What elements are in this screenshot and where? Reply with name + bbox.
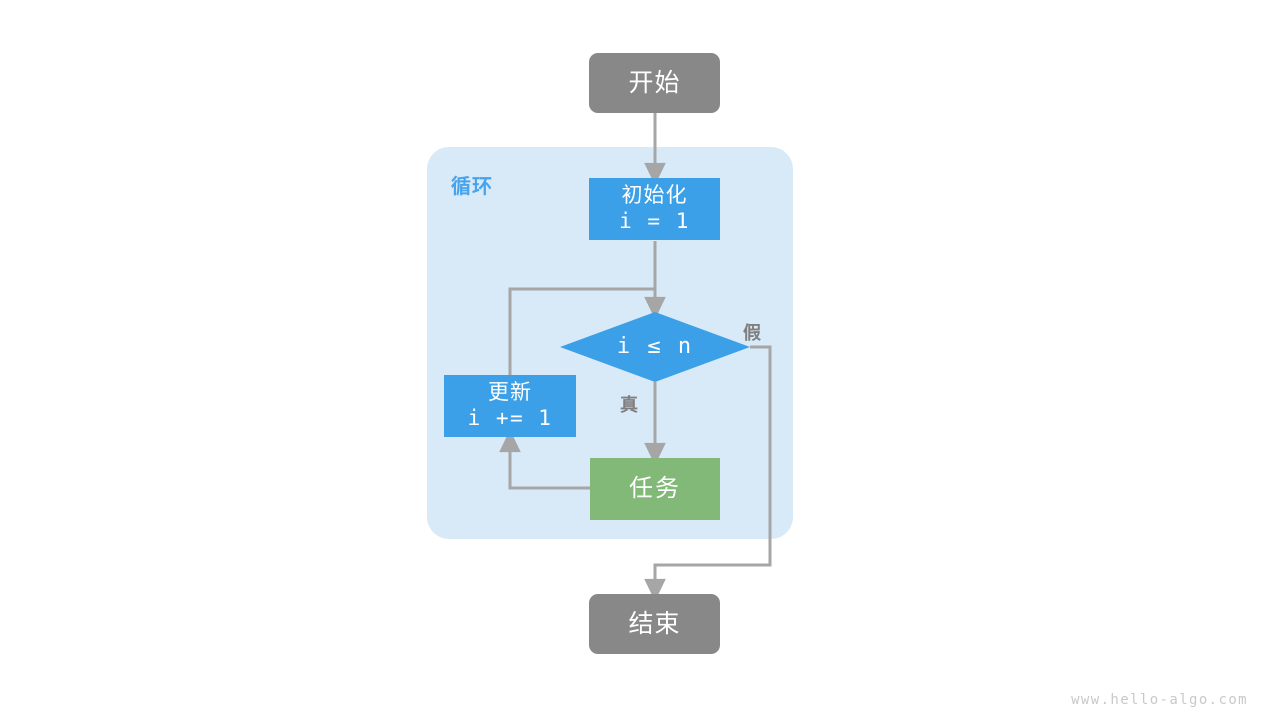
edge-decision-false-to-end [644, 345, 772, 602]
node-init-shape[interactable] [589, 178, 720, 240]
node-start-shape[interactable] [589, 53, 720, 113]
loop-container-title: 循环 [451, 176, 493, 198]
edge-task-to-update [499, 429, 590, 490]
node-end-shape[interactable] [589, 594, 720, 654]
edge-label-false: 假 [743, 323, 762, 343]
node-task-shape[interactable] [590, 458, 720, 520]
edge-label-true: 真 [620, 395, 639, 415]
node-update-shape[interactable] [444, 375, 576, 437]
node-decision-shape[interactable] [560, 312, 750, 382]
watermark: www.hello-algo.com [1071, 692, 1248, 708]
edge-update-to-decision [508, 287, 655, 375]
